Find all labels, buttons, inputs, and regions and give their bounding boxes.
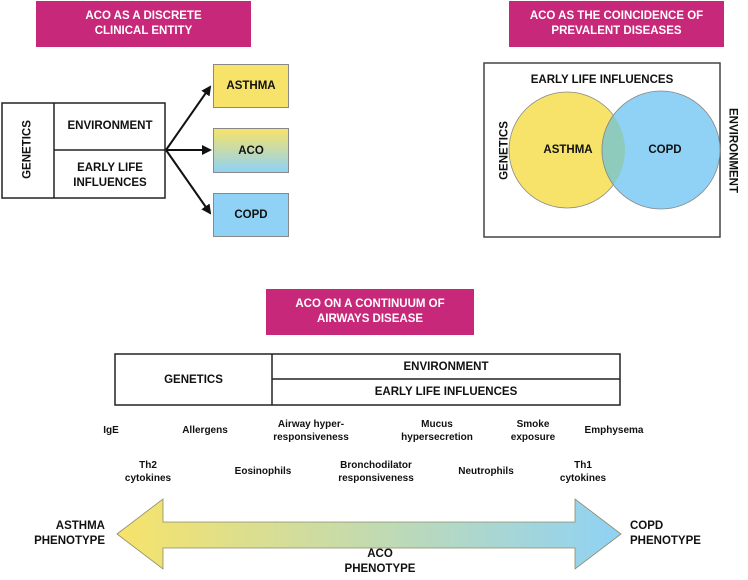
feature-th1-cytokines: Th1 cytokines	[560, 459, 606, 485]
asthma-phenotype-label: ASTHMA PHENOTYPE	[15, 519, 105, 549]
coincidence-banner: ACO AS THE COINCIDENCE OF PREVALENT DISEA…	[509, 1, 724, 47]
feature-line: exposure	[510, 432, 556, 443]
phenotype-line: ASTHMA	[55, 520, 105, 532]
outcome-aco-box: ACO	[213, 128, 289, 173]
feature-line: Neutrophils	[458, 466, 514, 477]
feature-line: Eosinophils	[234, 466, 292, 477]
aco-phenotype-label: ACO PHENOTYPE	[330, 547, 430, 577]
arrow-to-copd	[165, 149, 212, 215]
environment-label: ENVIRONMENT	[67, 120, 153, 132]
feature-th2-cytokines: Th2 cytokines	[125, 459, 171, 485]
continuum-banner: ACO ON A CONTINUUM OF AIRWAYS DISEASE	[266, 289, 474, 335]
feature-smoke-exposure: Smoke exposure	[511, 418, 555, 444]
phenotype-line: COPD	[630, 520, 664, 532]
feature-line: Mucus	[421, 419, 453, 430]
feature-line: cytokines	[559, 473, 607, 484]
feature-line: responsiveness	[338, 473, 414, 484]
continuum-double-arrow	[116, 498, 622, 570]
phenotype-line: ACO	[367, 548, 393, 560]
feature-line: hypersecretion	[401, 432, 473, 443]
early-life-line: INFLUENCES	[73, 177, 147, 189]
banner-line: CLINICAL ENTITY	[94, 25, 193, 37]
feature-line: Bronchodilator	[340, 460, 412, 471]
banner-line: AIRWAYS DISEASE	[316, 313, 424, 325]
feature-line: IgE	[103, 425, 119, 436]
discrete-entity-banner: ACO AS A DISCRETE CLINICAL ENTITY	[36, 1, 251, 47]
feature-line: Smoke	[516, 419, 550, 430]
feature-bronchodilator-responsiveness: Bronchodilator responsiveness	[338, 459, 414, 485]
feature-neutrophils: Neutrophils	[458, 465, 514, 478]
phenotype-line: PHENOTYPE	[344, 563, 416, 575]
feature-airway-hyperresponsiveness: Airway hyper-responsiveness	[273, 418, 349, 444]
feature-allergens: Allergens	[182, 424, 228, 437]
banner-line: ACO ON A CONTINUUM OF	[295, 298, 445, 310]
table-environment-label: ENVIRONMENT	[403, 361, 489, 373]
early-life-label: EARLY LIFE INFLUENCES	[55, 161, 165, 191]
venn-overlap	[601, 92, 625, 208]
feature-ige: IgE	[103, 424, 119, 437]
feature-line: Allergens	[182, 425, 228, 436]
venn-genetics-label: GENETICS	[498, 121, 511, 180]
feature-mucus-hypersecretion: Mucus hypersecretion	[401, 418, 473, 444]
banner-line: ACO AS A DISCRETE	[85, 10, 202, 22]
feature-line: Airway hyper-	[277, 419, 345, 430]
feature-line: Th2	[139, 460, 157, 471]
arrow-to-asthma	[165, 85, 212, 151]
banner-line: PREVALENT DISEASES	[551, 25, 682, 37]
early-life-line: EARLY LIFE	[77, 162, 143, 174]
venn-copd-label: COPD	[648, 144, 682, 156]
outcome-asthma-box: ASTHMA	[213, 64, 289, 108]
feature-line: Th1	[574, 460, 592, 471]
outcome-copd-box: COPD	[213, 193, 289, 237]
table-genetics-label: GENETICS	[164, 374, 223, 386]
feature-line: cytokines	[124, 473, 172, 484]
feature-emphysema: Emphysema	[585, 424, 644, 437]
feature-line: Emphysema	[584, 425, 644, 436]
venn-environment-label: ENVIRONMENT	[726, 108, 739, 193]
venn-early-life-label: EARLY LIFE INFLUENCES	[530, 74, 674, 86]
phenotype-line: PHENOTYPE	[34, 535, 105, 547]
banner-line: ACO AS THE COINCIDENCE OF	[529, 10, 704, 22]
genetics-label-vertical: GENETICS	[21, 120, 34, 179]
copd-phenotype-label: COPD PHENOTYPE	[630, 519, 720, 549]
feature-eosinophils: Eosinophils	[235, 465, 292, 478]
phenotype-line: PHENOTYPE	[630, 535, 701, 547]
table-early-life-label: EARLY LIFE INFLUENCES	[374, 386, 518, 398]
feature-line: responsiveness	[273, 432, 349, 443]
venn-asthma-label: ASTHMA	[543, 144, 593, 156]
